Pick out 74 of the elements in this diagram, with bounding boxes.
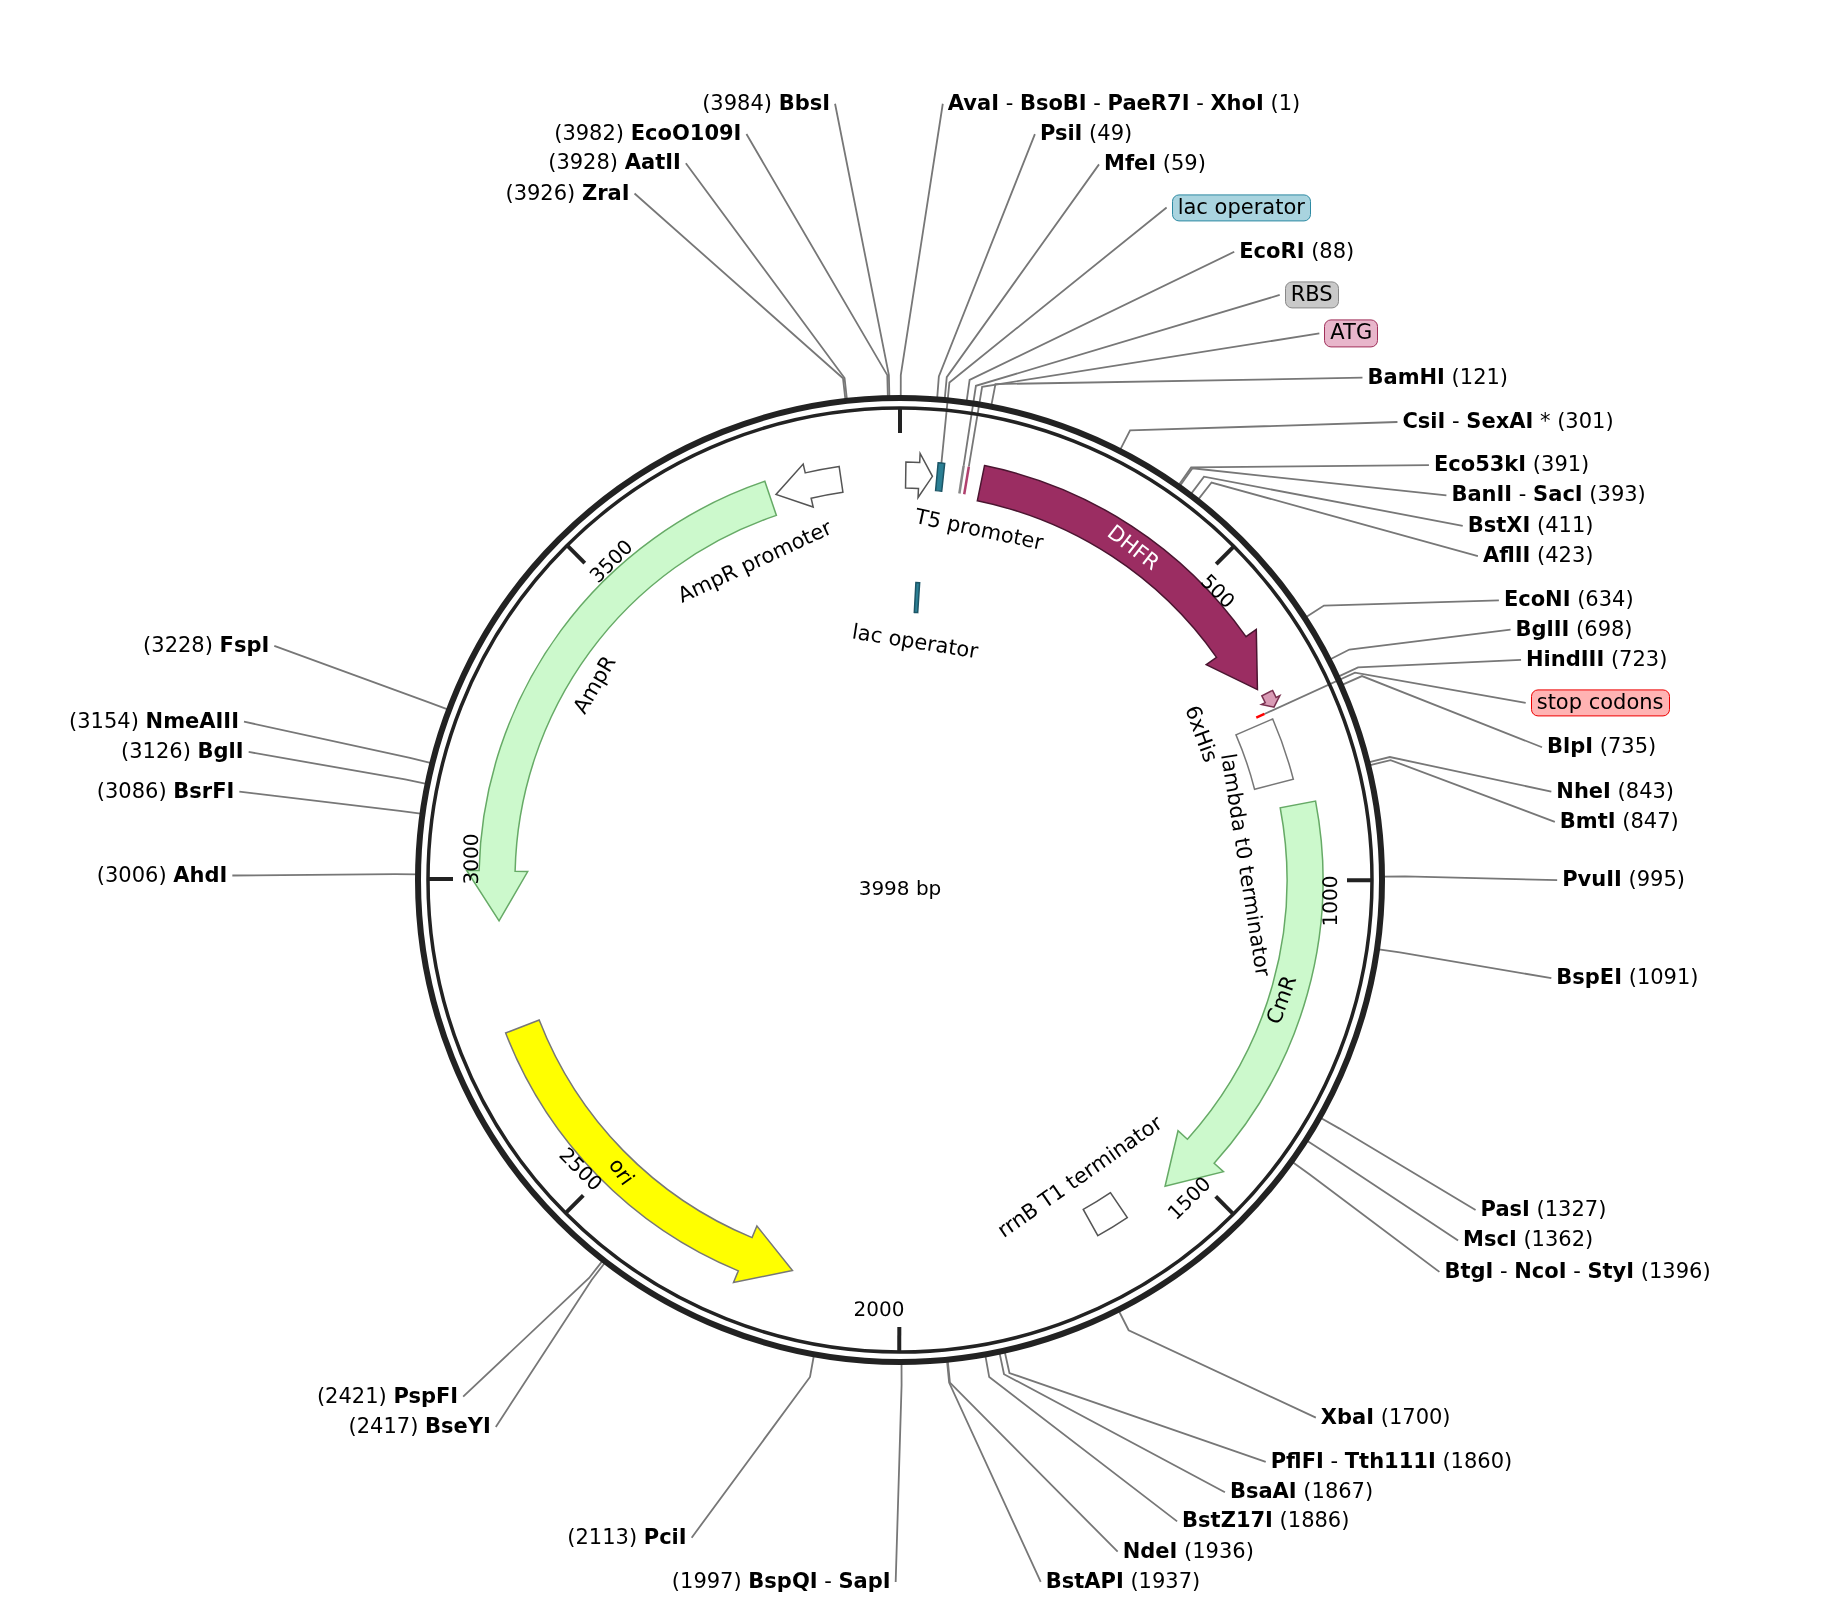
restriction-site-label: MfeI (59) (1104, 151, 1206, 177)
leader-line (1263, 671, 1527, 715)
restriction-site-label: AflII (423) (1482, 543, 1594, 569)
restriction-site-label: PflFI - Tth111I (1860) (1270, 1449, 1513, 1475)
leader-line (1189, 475, 1464, 527)
restriction-site-label: BanII - SacI (393) (1451, 482, 1646, 509)
restriction-site-label: (2421) PspFI (316, 1384, 459, 1410)
leader-line (1340, 675, 1543, 749)
feature-box (1082, 1192, 1129, 1237)
leader-line (1305, 1139, 1459, 1242)
leader-line (962, 294, 1281, 467)
restriction-site-label: MscI (1362) (1463, 1227, 1594, 1253)
restriction-site-label: (2113) PciI (567, 1525, 687, 1551)
restriction-site-label: BlpI (735) (1547, 734, 1657, 760)
feature-label: lambda t0 terminator (1216, 751, 1276, 979)
restriction-site-label: (3984) BbsI (702, 91, 831, 117)
restriction-site-label: HindIII (723) (1526, 647, 1668, 673)
restriction-site-label: PasI (1327) (1480, 1197, 1607, 1223)
leader-line (1196, 481, 1479, 557)
restriction-site-label: EcoNI (634) (1503, 587, 1634, 613)
restriction-site-label: NdeI (1936) (1122, 1539, 1254, 1565)
restriction-site-label: AvaI - BsoBI - PaeR7I - XhoI (1) (947, 91, 1301, 117)
leader-line (967, 332, 1321, 468)
tick-label: 1000 (1317, 875, 1342, 927)
leader-line (1328, 628, 1512, 661)
feature-box (934, 462, 946, 492)
restriction-site-label: Eco53kI (391) (1433, 452, 1590, 478)
restriction-site-label: (3228) FspI (143, 633, 270, 659)
feature-mark (958, 465, 965, 494)
tick-label: 2000 (853, 1297, 905, 1322)
restriction-site-label: CsiI - SexAI* (301) (1402, 409, 1614, 435)
feature-mark (1255, 712, 1265, 719)
restriction-site-label: BspEI (1091) (1556, 965, 1699, 991)
restriction-site-label: NheI (843) (1556, 779, 1675, 805)
restriction-site-label: BmtI (847) (1559, 809, 1679, 835)
feature-label: lac operator (850, 619, 980, 665)
plasmid-length: 3998 bp (858, 876, 942, 900)
restriction-site-label: BamHI (121) (1367, 365, 1509, 391)
leader-line (1118, 421, 1399, 452)
restriction-site-label: (1997) BspQI - SapI (671, 1569, 891, 1595)
feature-callout: RBS (1284, 281, 1339, 309)
feature-callout: ATG (1324, 319, 1379, 347)
gene-feature-block (775, 463, 844, 508)
feature-box (913, 581, 921, 614)
restriction-site-label: BstZ17I (1886) (1182, 1508, 1350, 1534)
feature-mark (963, 466, 971, 495)
restriction-site-label: (3126) BglI (121, 739, 244, 765)
restriction-site-label: PvuII (995) (1562, 867, 1685, 893)
restriction-site-label: (3928) AatII (548, 150, 681, 176)
gene-feature-block (1260, 689, 1281, 708)
feature-callout: stop codons (1530, 689, 1670, 717)
feature-callout: lac operator (1171, 193, 1311, 222)
restriction-site-label: BtgI - NcoI - StyI (1396) (1444, 1259, 1711, 1285)
restriction-site-label: (2417) BseYI (348, 1414, 491, 1440)
restriction-site-label: (3086) BsrFI (96, 779, 235, 805)
restriction-site-label: (3926) ZraI (505, 180, 630, 207)
gene-feature-block (504, 1019, 794, 1284)
restriction-site-label: EcoRI (88) (1239, 239, 1355, 265)
restriction-site-label: BstAPI (1937) (1045, 1569, 1201, 1595)
restriction-site-label: BglII (698) (1515, 616, 1633, 643)
tick-label: 3000 (458, 833, 483, 885)
feature-label: T5 promoter (912, 504, 1046, 557)
restriction-site-label: XbaI (1700) (1320, 1405, 1451, 1431)
restriction-site-label: BstXI (411) (1467, 513, 1594, 539)
leader-line (1178, 467, 1448, 497)
restriction-site-label: PsiI (49) (1039, 121, 1133, 147)
restriction-site-label: (3154) NmeAIII (69, 709, 239, 735)
gene-feature-block (904, 452, 934, 499)
leader-line (940, 206, 1168, 464)
restriction-site-label: (3982) EcoO109I (554, 121, 742, 147)
restriction-site-label: BsaAI (1867) (1229, 1479, 1374, 1505)
tick-label: 500 (1196, 568, 1241, 613)
restriction-site-label: (3006) AhdI (96, 862, 228, 889)
feature-label: ori (603, 1153, 640, 1191)
